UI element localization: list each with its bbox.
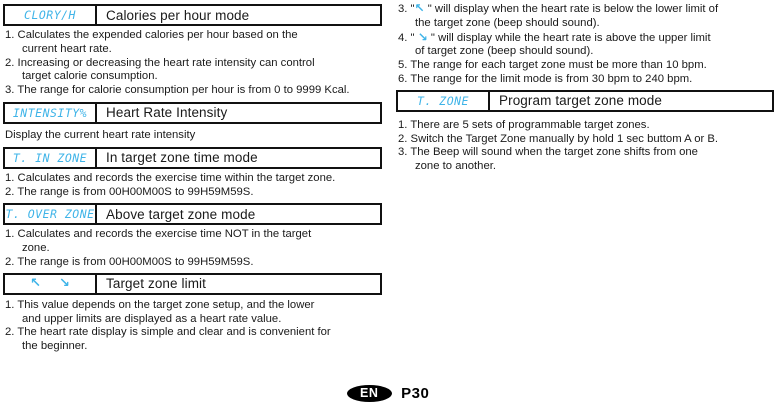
item-text: " will display while the heart rate is a… — [415, 31, 711, 58]
section-title: In target zone time mode — [106, 150, 258, 166]
lcd-cell: INTENSITY% — [5, 103, 97, 122]
right-column: 3. "↖ " will display when the heart rate… — [396, 1, 774, 174]
over-zone-list: 1. Calculates and records the exercise t… — [5, 228, 382, 269]
list-item: 1. Calculates and records the exercise t… — [5, 171, 336, 184]
lcd-cell: ↖ ↘ — [5, 274, 97, 293]
section-title: Program target zone mode — [499, 93, 662, 109]
list-item: 4. " ↘ " will display while the heart ra… — [398, 29, 774, 60]
list-item: 5. The range for each target zone must b… — [398, 59, 707, 72]
arrow-up-left-icon: ↖ — [414, 1, 425, 15]
arrow-down-right-icon: ↘ — [417, 29, 428, 44]
section-title: Above target zone mode — [106, 206, 256, 222]
lcd-text-in-zone: T. IN ZONE — [12, 150, 88, 165]
list-item: 1. This value depends on the target zone… — [5, 298, 315, 325]
section-title: Target zone limit — [106, 276, 206, 292]
lcd-text-t-zone: T. ZONE — [417, 93, 469, 108]
list-item: 3. The Beep will sound when the target z… — [398, 146, 698, 173]
section-header-in-zone: T. IN ZONE In target zone time mode — [3, 146, 382, 169]
section-title: Calories per hour mode — [106, 7, 250, 23]
item-text: " will display when the heart rate is be… — [415, 3, 719, 29]
page-number: P30 — [401, 385, 430, 403]
section-header-program-zone: T. ZONE Program target zone mode — [396, 89, 774, 112]
list-item: 2. The heart rate display is simple and … — [5, 326, 331, 353]
item-text: 4. " — [398, 31, 418, 44]
language-badge: EN — [346, 385, 392, 403]
lcd-text-calories: CLORY/H — [24, 8, 76, 22]
lcd-text-intensity: INTENSITY% — [12, 105, 88, 120]
program-zone-list: 1. There are 5 sets of programmable targ… — [398, 119, 774, 174]
list-item: 1. Calculates and records the exercise t… — [5, 228, 312, 255]
arrow-up-left-icon: ↖ — [30, 276, 41, 292]
intensity-description: Display the current heart rate intensity — [5, 128, 196, 141]
lcd-cell: CLORY/H — [5, 6, 97, 24]
item-text: 3. " — [398, 3, 415, 15]
lcd-cell: T. IN ZONE — [5, 148, 97, 167]
section-header-calories: CLORY/H Calories per hour mode — [3, 4, 382, 26]
lcd-cell: T. ZONE — [398, 91, 490, 110]
section-header-over-zone: T. OVER ZONE Above target zone mode — [3, 203, 382, 226]
list-item: 3. "↖ " will display when the heart rate… — [398, 1, 774, 31]
in-zone-list: 1. Calculates and records the exercise t… — [5, 172, 382, 200]
left-column: CLORY/H Calories per hour mode 1. Calcul… — [3, 4, 382, 354]
zone-limit-list: 1. This value depends on the target zone… — [5, 299, 382, 354]
lcd-cell: T. OVER ZONE — [5, 205, 97, 224]
section-header-zone-limit: ↖ ↘ Target zone limit — [3, 272, 382, 295]
zone-limit-list-continued: 3. "↖ " will display when the heart rate… — [398, 1, 774, 87]
list-item: 3. The range for calorie consumption per… — [5, 84, 350, 97]
list-item: 1. There are 5 sets of programmable targ… — [398, 118, 650, 131]
section-header-intensity: INTENSITY% Heart Rate Intensity — [3, 101, 382, 124]
list-item: 2. The range is from 00H00M00S to 99H59M… — [5, 185, 254, 198]
list-item: 2. Increasing or decreasing the heart ra… — [5, 56, 315, 83]
list-item: 2. Switch the Target Zone manually by ho… — [398, 132, 719, 145]
arrow-down-right-icon: ↘ — [59, 276, 70, 292]
section-title: Heart Rate Intensity — [106, 105, 228, 121]
calories-list: 1. Calculates the expended calories per … — [5, 29, 382, 98]
page-footer: EN P30 — [0, 385, 776, 403]
list-item: 1. Calculates the expended calories per … — [5, 29, 298, 55]
lcd-text-over-zone: T. OVER ZONE — [5, 207, 95, 222]
list-item: 2. The range is from 00H00M00S to 99H59M… — [5, 255, 254, 268]
list-item: 6. The range for the limit mode is from … — [398, 72, 693, 85]
